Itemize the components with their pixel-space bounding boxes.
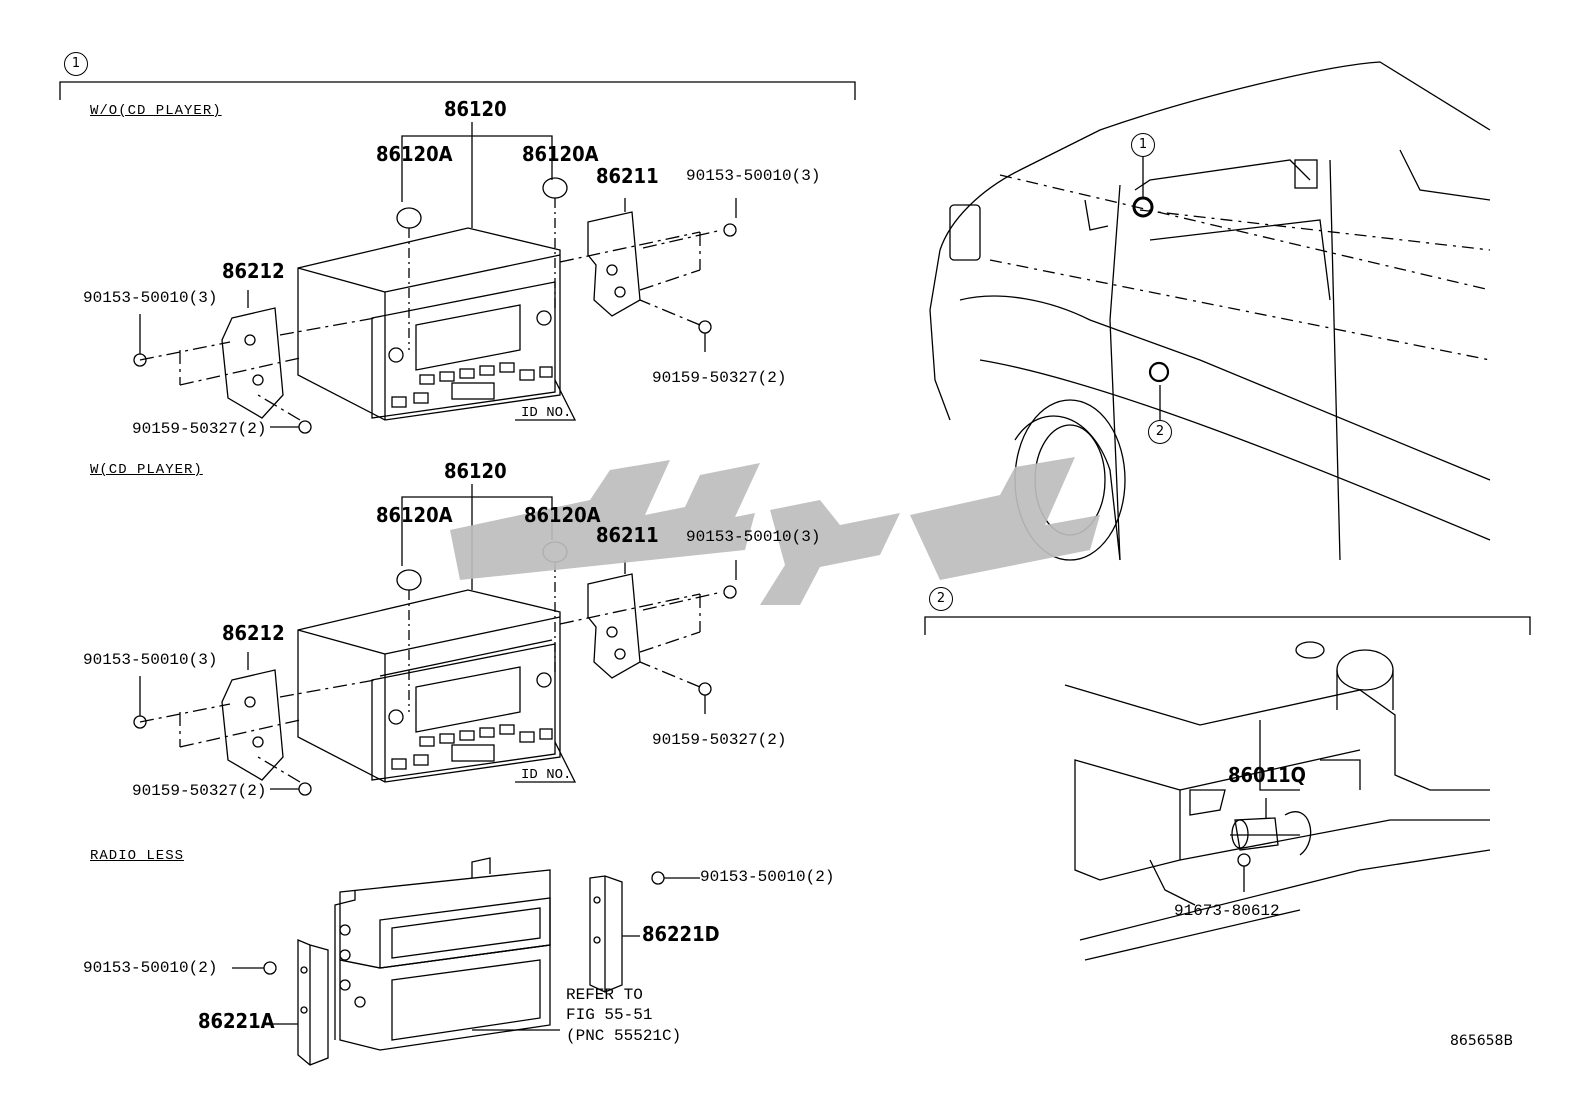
screw-label-bottom-w-cd: 90159-50327(2): [132, 782, 267, 800]
section2-frame: [924, 616, 1531, 635]
part-86120-w-cd: 86120: [444, 459, 507, 483]
locator-ring-1: [1132, 196, 1154, 218]
bolt-label-top-right-w-cd: 90153-50010(3): [686, 528, 821, 546]
vehicle-callout-2: 2: [1148, 420, 1172, 444]
locator-ring-2: [1148, 361, 1170, 383]
section1-frame: [59, 81, 856, 100]
part-86212-w-cd: 86212: [222, 621, 285, 645]
id-no-label-w-cd: ID NO.: [521, 767, 572, 783]
group-title-wo-cd: W/O(CD PLAYER): [90, 103, 222, 119]
part-86221D: 86221D: [642, 922, 720, 946]
vehicle-callout-1: 1: [1131, 133, 1155, 157]
part-86120A-right-wo-cd: 86120A: [522, 142, 599, 166]
detail2-bumper: [1064, 641, 1491, 961]
refer-line-3: (PNC 55521C): [566, 1027, 682, 1045]
bolt-label-left-wo-cd: 90153-50010(3): [83, 289, 218, 307]
part-86120A-left-w-cd: 86120A: [376, 503, 453, 527]
bolt-label-top-right-wo-cd: 90153-50010(3): [686, 167, 821, 185]
figure-code: 865658B: [1450, 1033, 1514, 1049]
group-title-w-cd: W(CD PLAYER): [90, 462, 203, 478]
bolt-label-left-w-cd: 90153-50010(3): [83, 651, 218, 669]
refer-line-1: REFER TO: [566, 986, 643, 1004]
part-86211-w-cd: 86211: [596, 523, 659, 547]
bolt-label-91673: 91673-80612: [1174, 902, 1280, 920]
group-title-radio-less: RADIO LESS: [90, 848, 185, 864]
radio-less-pocket: [232, 857, 700, 1066]
radio-unit-wo-cd: [133, 122, 737, 434]
part-86011Q: 86011Q: [1228, 763, 1306, 787]
screw-label-right-wo-cd: 90159-50327(2): [652, 369, 787, 387]
refer-line-2: FIG 55-51: [566, 1006, 653, 1024]
part-86120A-left-wo-cd: 86120A: [376, 142, 453, 166]
screw-label-right-w-cd: 90159-50327(2): [652, 731, 787, 749]
id-no-label-wo-cd: ID NO.: [521, 405, 572, 421]
section-marker-1: 1: [64, 52, 88, 76]
bolt-label-left-radio-less: 90153-50010(2): [83, 959, 218, 977]
screw-label-bottom-wo-cd: 90159-50327(2): [132, 420, 267, 438]
part-86120-wo-cd: 86120: [444, 97, 507, 121]
section-marker-2: 2: [929, 587, 953, 611]
part-86212-wo-cd: 86212: [222, 259, 285, 283]
part-86120A-right-w-cd: 86120A: [524, 503, 601, 527]
bolt-label-right-radio-less: 90153-50010(2): [700, 868, 835, 886]
part-86211-wo-cd: 86211: [596, 164, 659, 188]
vehicle-outline: [929, 61, 1491, 561]
part-86221A: 86221A: [198, 1009, 275, 1033]
